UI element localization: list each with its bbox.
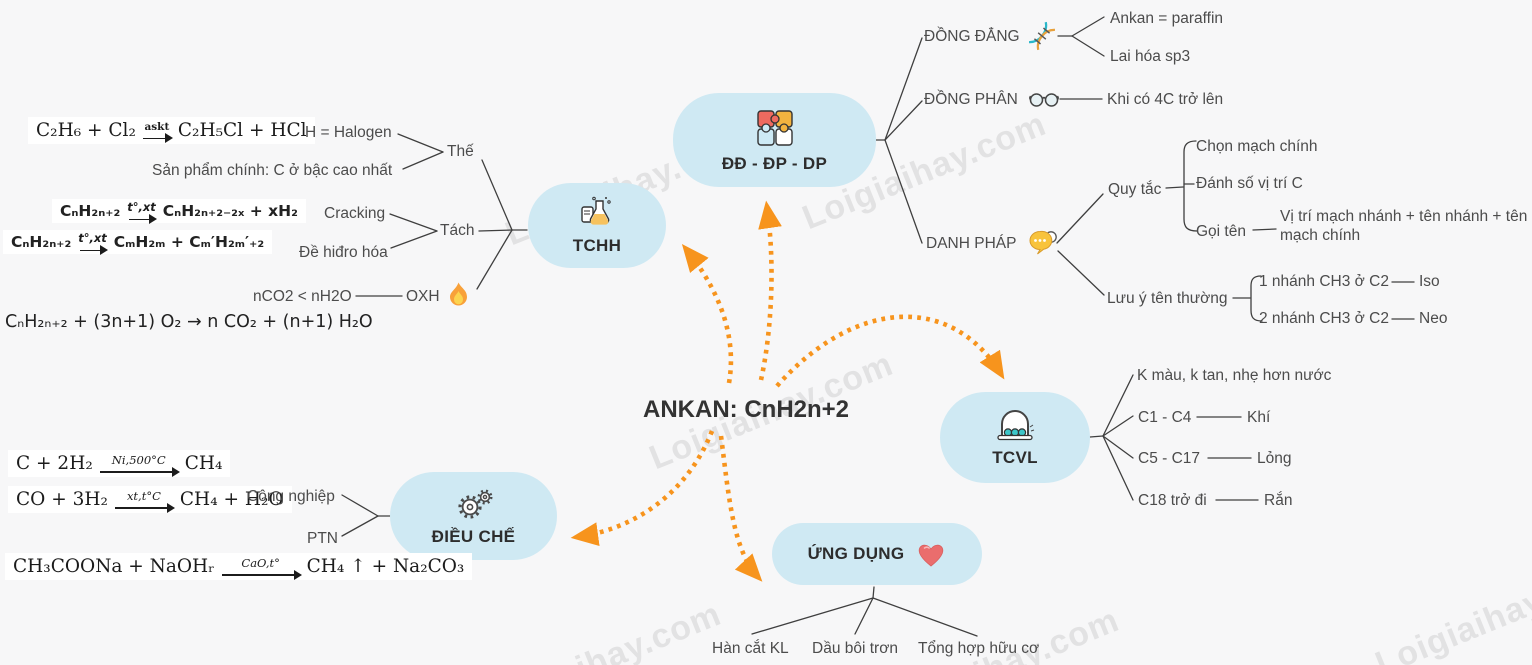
branch-danh-phap: DANH PHÁP xyxy=(926,235,1017,252)
newtons-cradle-icon xyxy=(994,407,1036,443)
arrow-line xyxy=(99,467,180,476)
branch-dong-dang: ĐỒNG ĐẲNG xyxy=(924,28,1020,45)
label-cong-nghiep: Công nghiệp xyxy=(247,488,335,505)
eq-left: CₙH₂ₙ₊₂ xyxy=(60,202,121,220)
name-iso: Iso xyxy=(1419,273,1440,290)
node-dieu-che-label: ĐIỀU CHẾ xyxy=(431,526,516,546)
gears-icon xyxy=(453,486,495,522)
node-ung-dung-label: ỨNG DỤNG xyxy=(807,544,905,563)
center-topic: ANKAN: CnH2n+2 xyxy=(643,396,850,423)
equation-halogenation: C₂H₆ + Cl₂ askt C₂H₅Cl + HCl xyxy=(28,117,315,144)
branch-dong-phan: ĐỒNG PHÂN xyxy=(924,91,1018,108)
arrow-line xyxy=(114,503,175,512)
dna-icon xyxy=(1026,20,1058,52)
node-dieu-che: ĐIỀU CHẾ xyxy=(390,472,557,560)
eq-right: C₂H₅Cl + HCl xyxy=(177,120,307,141)
speech-bubble-icon xyxy=(1026,229,1058,256)
heart-icon xyxy=(916,541,946,568)
node-tchh-label: TCHH xyxy=(572,236,622,255)
arrow-line xyxy=(128,215,157,223)
label-luu-y-ten-thuong: Lưu ý tên thường xyxy=(1107,290,1228,307)
reaction-arrow: t°,xt xyxy=(78,231,108,254)
branch-tach: Tách xyxy=(440,222,475,239)
equation-combustion: CₙH₂ₙ₊₂ + (3n+1) O₂ → n CO₂ + (n+1) H₂O xyxy=(5,312,373,332)
branch-oxh: OXH xyxy=(406,288,440,305)
item-lai-hoa-sp3: Lai hóa sp3 xyxy=(1110,48,1191,65)
step-danh-so-vi-tri: Đánh số vị trí C xyxy=(1196,175,1303,192)
reaction-condition: askt xyxy=(144,121,170,133)
reaction-arrow: Ni,500°C xyxy=(99,452,180,476)
note-halogen: H = Halogen xyxy=(305,124,392,141)
arrow-center-to-dd-dp-dp xyxy=(758,200,782,381)
node-tcvl: TCVL xyxy=(940,392,1090,483)
fire-icon xyxy=(446,281,471,308)
arrow-line xyxy=(142,134,173,142)
reaction-condition: CaO,t° xyxy=(241,555,280,570)
label-ptn: PTN xyxy=(307,530,338,547)
equation-co-hydrogen: CO + 3H₂ xt,t°C CH₄ + H₂O xyxy=(8,486,292,513)
eq-right: CₙH₂ₙ₊₂₋₂ₓ + xH₂ xyxy=(162,202,298,220)
arrow-center-to-tcvl xyxy=(775,314,1005,388)
application-tong-hop-huu-co: Tổng hợp hữu cơ xyxy=(918,640,1040,657)
naming-formula: Vị trí mạch nhánh + tên nhánh + tên mạch… xyxy=(1280,208,1528,245)
eq-right: CH₄ + H₂O xyxy=(179,489,284,510)
arrow-line xyxy=(221,570,302,579)
rule-neo: 2 nhánh CH3 ở C2 xyxy=(1259,310,1389,327)
node-tchh: TCHH xyxy=(528,183,666,268)
item-ankan-paraffin: Ankan = paraffin xyxy=(1110,10,1224,27)
reaction-condition: Ni,500°C xyxy=(111,452,166,467)
tcvl-range-c18: C18 trở đi xyxy=(1138,492,1207,509)
reaction-arrow: askt xyxy=(142,121,173,142)
eq-right: CH₄ ↑ + Na₂CO₃ xyxy=(306,556,465,577)
reaction-arrow: xt,t°C xyxy=(114,488,175,512)
reaction-condition: t°,xt xyxy=(78,231,107,245)
reaction-condition: xt,t°C xyxy=(126,488,161,503)
equation-carbon-hydrogen: C + 2H₂ Ni,500°C CH₄ xyxy=(8,450,231,477)
rule-iso: 1 nhánh CH3 ở C2 xyxy=(1259,273,1389,290)
puzzle-icon xyxy=(754,107,796,149)
application-han-cat-kl: Hàn cắt KL xyxy=(712,640,789,657)
eq-left: CO + 3H₂ xyxy=(16,489,108,510)
glasses-icon xyxy=(1028,86,1060,110)
node-dd-dp-dp: ĐĐ - ĐP - DP xyxy=(673,93,876,187)
eq-left: C₂H₆ + Cl₂ xyxy=(36,120,136,141)
note-main-product: Sản phẩm chính: C ở bậc cao nhất xyxy=(152,162,393,179)
tcvl-range-c1-c4: C1 - C4 xyxy=(1138,409,1192,426)
node-ung-dung: ỨNG DỤNG xyxy=(772,523,982,585)
step-chon-mach-chinh: Chọn mạch chính xyxy=(1196,138,1318,155)
name-neo: Neo xyxy=(1419,310,1448,327)
label-cracking: Cracking xyxy=(324,205,386,222)
label-goi-ten: Gọi tên xyxy=(1196,223,1246,240)
tcvl-state-long: Lỏng xyxy=(1257,450,1292,467)
arrow-line xyxy=(79,246,108,254)
flask-icon xyxy=(577,195,617,231)
equation-dehydrogenation: CₙH₂ₙ₊₂ t°,xt CₘH₂ₘ + Cₘ′H₂ₘ′₊₂ xyxy=(3,230,273,254)
note-co2-h2o-ratio: nCO2 < nH2O xyxy=(253,288,352,305)
reaction-arrow: t°,xt xyxy=(127,200,157,223)
eq-left: C + 2H₂ xyxy=(16,453,93,474)
arrow-center-to-dieu-che xyxy=(570,430,715,546)
eq-right: CH₄ xyxy=(184,453,223,474)
note-dong-phan: Khi có 4C trở lên xyxy=(1107,91,1224,108)
node-tcvl-label: TCVL xyxy=(992,448,1038,467)
tcvl-state-ran: Rắn xyxy=(1264,492,1293,509)
eq-left: CₙH₂ₙ₊₂ xyxy=(11,233,72,251)
eq-right: CₘH₂ₘ + Cₘ′H₂ₘ′₊₂ xyxy=(113,233,265,251)
equation-natri-axetat: CH₃COONa + NaOHᵣ CaO,t° CH₄ ↑ + Na₂CO₃ xyxy=(5,553,473,580)
tcvl-state-khi: Khí xyxy=(1247,409,1271,426)
tcvl-general-note: K màu, k tan, nhẹ hơn nước xyxy=(1137,367,1332,384)
label-dehydro: Đề hiđro hóa xyxy=(299,244,388,261)
eq-left: CH₃COONa + NaOHᵣ xyxy=(13,556,215,577)
arrow-center-to-tchh xyxy=(681,244,734,384)
application-dau-boi-tron: Dầu bôi trơn xyxy=(812,640,898,657)
reaction-arrow: CaO,t° xyxy=(221,555,302,579)
reaction-condition: t°,xt xyxy=(127,200,156,214)
node-dd-dp-dp-label: ĐĐ - ĐP - DP xyxy=(721,153,828,173)
tcvl-range-c5-c17: C5 - C17 xyxy=(1138,450,1201,467)
equation-cracking: CₙH₂ₙ₊₂ t°,xt CₙH₂ₙ₊₂₋₂ₓ + xH₂ xyxy=(52,199,306,223)
branch-the: Thế xyxy=(447,143,474,160)
arrow-center-to-ung-dung xyxy=(718,435,763,582)
label-quy-tac: Quy tắc xyxy=(1108,181,1162,198)
